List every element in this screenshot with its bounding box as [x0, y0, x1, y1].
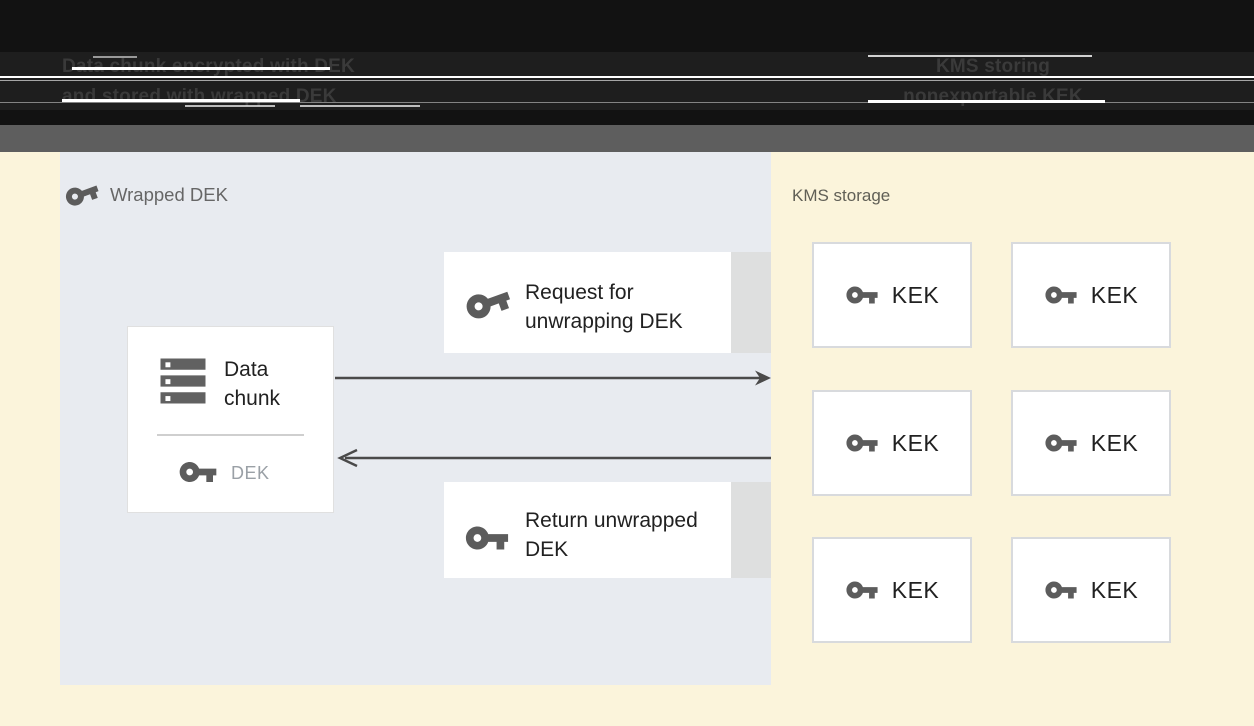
kms-storage-label: KMS storage — [792, 186, 891, 205]
kek-label: KEK — [1090, 429, 1139, 456]
kek-box: KEK — [812, 537, 972, 643]
kek-label: KEK — [1090, 576, 1139, 603]
right-caption-line2: nonexportable KEK — [903, 86, 1083, 107]
return-unwrapped-box — [444, 482, 731, 578]
glitch-line — [868, 55, 1092, 57]
data-chunk-box — [127, 326, 334, 513]
divider — [157, 434, 304, 436]
key-icon — [845, 426, 879, 460]
kek-box: KEK — [1011, 242, 1171, 348]
key-icon — [845, 573, 879, 607]
glitch-line — [868, 100, 1105, 103]
key-icon — [1044, 426, 1078, 460]
gray-divider-band — [0, 125, 1254, 152]
glitch-line — [0, 102, 1254, 103]
return-box-tail — [731, 482, 771, 578]
glitch-line — [93, 56, 137, 58]
glitch-line — [72, 67, 330, 70]
glitch-line — [0, 80, 1254, 81]
request-arrow — [333, 368, 773, 388]
key-icon — [464, 515, 510, 561]
glitch-line — [0, 76, 1254, 78]
key-tilted-icon — [464, 279, 512, 327]
kek-label: KEK — [891, 429, 940, 456]
wrapped-dek-label: Wrapped DEK — [110, 184, 228, 205]
key-icon — [1044, 278, 1078, 312]
kek-box: KEK — [812, 242, 972, 348]
return-arrow — [335, 447, 771, 469]
left-caption-line2: and stored with wrapped DEK — [62, 86, 337, 107]
key-icon — [845, 278, 879, 312]
key-tilted-icon — [64, 176, 100, 212]
glitch-line — [185, 105, 275, 107]
storage-icon — [156, 356, 210, 406]
request-box-tail — [731, 252, 771, 353]
key-icon — [178, 452, 218, 492]
return-box-label: Return unwrapped DEK — [525, 509, 698, 561]
right-caption: KMS storing nonexportable KEK — [863, 52, 1123, 112]
left-caption-line1: Data chunk encrypted with DEK — [62, 56, 355, 77]
kek-box: KEK — [1011, 390, 1171, 496]
request-box-label: Request for unwrapping DEK — [525, 281, 683, 333]
right-caption-line1: KMS storing — [935, 56, 1051, 77]
kek-box: KEK — [1011, 537, 1171, 643]
data-chunk-title: Data chunk — [224, 358, 281, 410]
dek-label: DEK — [231, 463, 270, 483]
kek-label: KEK — [1090, 281, 1139, 308]
kek-label: KEK — [891, 281, 940, 308]
glitch-line — [300, 105, 420, 107]
kek-box: KEK — [812, 390, 972, 496]
key-icon — [1044, 573, 1078, 607]
left-caption: Data chunk encrypted with DEK and stored… — [62, 52, 355, 112]
glitch-line — [62, 99, 300, 102]
kek-label: KEK — [891, 576, 940, 603]
header-band: Data chunk encrypted with DEK and stored… — [0, 0, 1254, 125]
